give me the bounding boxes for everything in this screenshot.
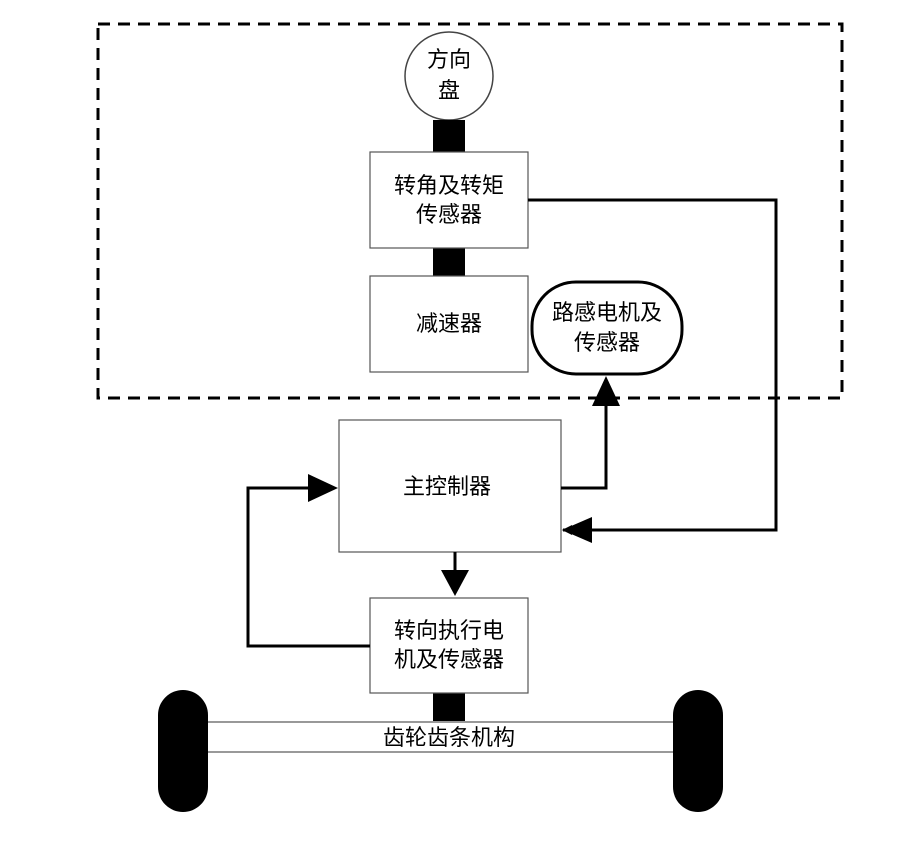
steering-wheel-label-line1: 方向 — [427, 48, 471, 73]
shaft-connector-middle — [433, 248, 465, 276]
shaft-connector-bottom — [433, 693, 465, 721]
main-controller-node: 主控制器 — [338, 419, 562, 553]
controller-to-steering-motor-arrowhead — [441, 570, 469, 596]
main-controller-label: 主控制器 — [403, 475, 491, 500]
road-feel-motor-label-line1: 路感电机及 — [552, 301, 662, 326]
steering-motor-label-line1: 转向执行电 — [394, 619, 504, 644]
steering-wheel-node: 方向 盘 — [404, 31, 494, 121]
controller-to-road-feel-arrowhead — [592, 376, 620, 406]
shaft-connector-top — [433, 120, 465, 152]
steering-motor-node: 转向执行电 机及传感器 — [369, 597, 529, 694]
steering-motor-to-controller-line — [246, 486, 370, 648]
angle-torque-sensor-label-line2: 传感器 — [416, 203, 482, 228]
sensor-to-controller-arrow — [528, 198, 778, 535]
steering-motor-label-line2: 机及传感器 — [394, 648, 504, 673]
angle-torque-sensor-label-line1: 转角及转矩 — [394, 174, 504, 199]
right-wheel — [673, 690, 723, 812]
road-feel-motor-node: 路感电机及 传感器 — [530, 280, 684, 376]
controller-to-road-feel-arrow — [561, 404, 608, 490]
left-wheel — [158, 690, 208, 812]
reducer-node: 减速器 — [369, 275, 529, 373]
rack-pinion-label: 齿轮齿条机构 — [383, 726, 515, 751]
steering-motor-to-controller-arrowhead — [308, 474, 338, 502]
sensor-to-controller-arrowhead — [562, 517, 592, 543]
steering-wheel-label-line2: 盘 — [438, 79, 460, 104]
angle-torque-sensor-node: 转角及转矩 传感器 — [369, 151, 529, 249]
dashed-group-boundary — [96, 22, 844, 400]
road-feel-motor-label-line2: 传感器 — [574, 331, 640, 356]
rack-pinion-node: 齿轮齿条机构 — [199, 721, 681, 753]
reducer-label: 减速器 — [416, 312, 482, 337]
